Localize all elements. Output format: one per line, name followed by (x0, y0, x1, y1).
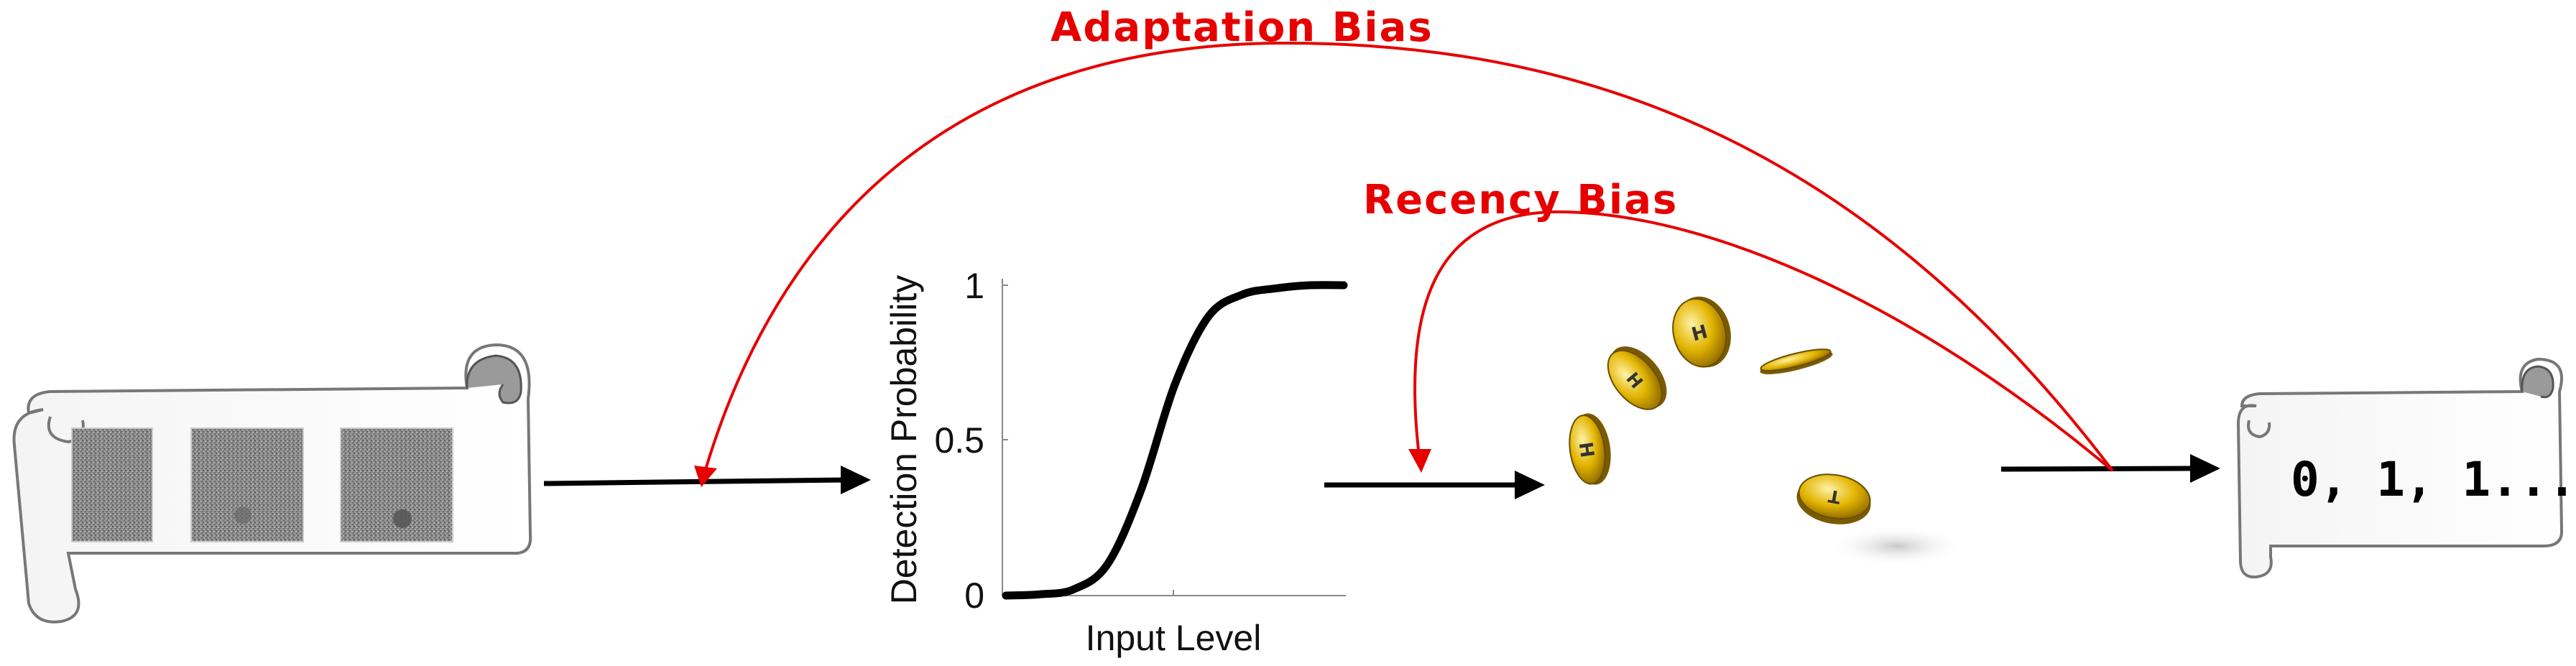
flow-arrows (543, 454, 2220, 499)
adaptation-bias-arc (694, 41, 2114, 487)
coin-icon: H (1607, 346, 1667, 410)
stimulus-scroll (12, 343, 532, 624)
psychometric-curve (1002, 281, 1348, 600)
coin-cluster: H H H T (1569, 296, 1965, 566)
svg-text:H: H (1574, 440, 1598, 459)
y-tick-label-0-5: 0.5 (934, 420, 984, 461)
adaptation-bias-label: Adaptation Bias (1051, 4, 1434, 51)
coin-icon: H (1672, 296, 1731, 368)
recency-bias-arc (1408, 210, 2114, 473)
stimulus-patch-2 (190, 427, 304, 542)
stimulus-target-visible (393, 509, 412, 528)
svg-text:T: T (1827, 486, 1842, 508)
recency-arrowhead (1408, 449, 1431, 473)
coin-icon: T (1796, 473, 1871, 524)
arrow-psychometric-to-coins (1324, 471, 1545, 499)
coin-icon: H (1569, 413, 1611, 485)
stimulus-patch-1 (71, 427, 153, 542)
arrow-coins-to-output (2000, 454, 2220, 483)
psychometric-chart: 0 0.5 1 Detection Probability Input Leve… (884, 266, 1348, 658)
x-axis-label: Input Level (1086, 618, 1262, 658)
scroll-icon (2236, 357, 2564, 579)
coin-icon (1760, 348, 1833, 374)
recency-bias-label: Recency Bias (1363, 177, 1678, 223)
coin-shadow (1829, 526, 1965, 566)
bias-arcs: Adaptation Bias Recency Bias (694, 4, 2114, 487)
arrow-stimulus-to-psychometric (543, 466, 871, 494)
adaptation-arrowhead (694, 466, 717, 487)
stimulus-patches (71, 427, 453, 542)
stimulus-target-faint (234, 507, 251, 524)
y-tick-label-0: 0 (964, 575, 984, 616)
output-scroll: 0, 1, 1... (2236, 357, 2576, 579)
output-sequence: 0, 1, 1... (2291, 452, 2576, 507)
y-axis-label: Detection Probability (884, 275, 924, 605)
y-tick-label-1: 1 (964, 266, 984, 306)
